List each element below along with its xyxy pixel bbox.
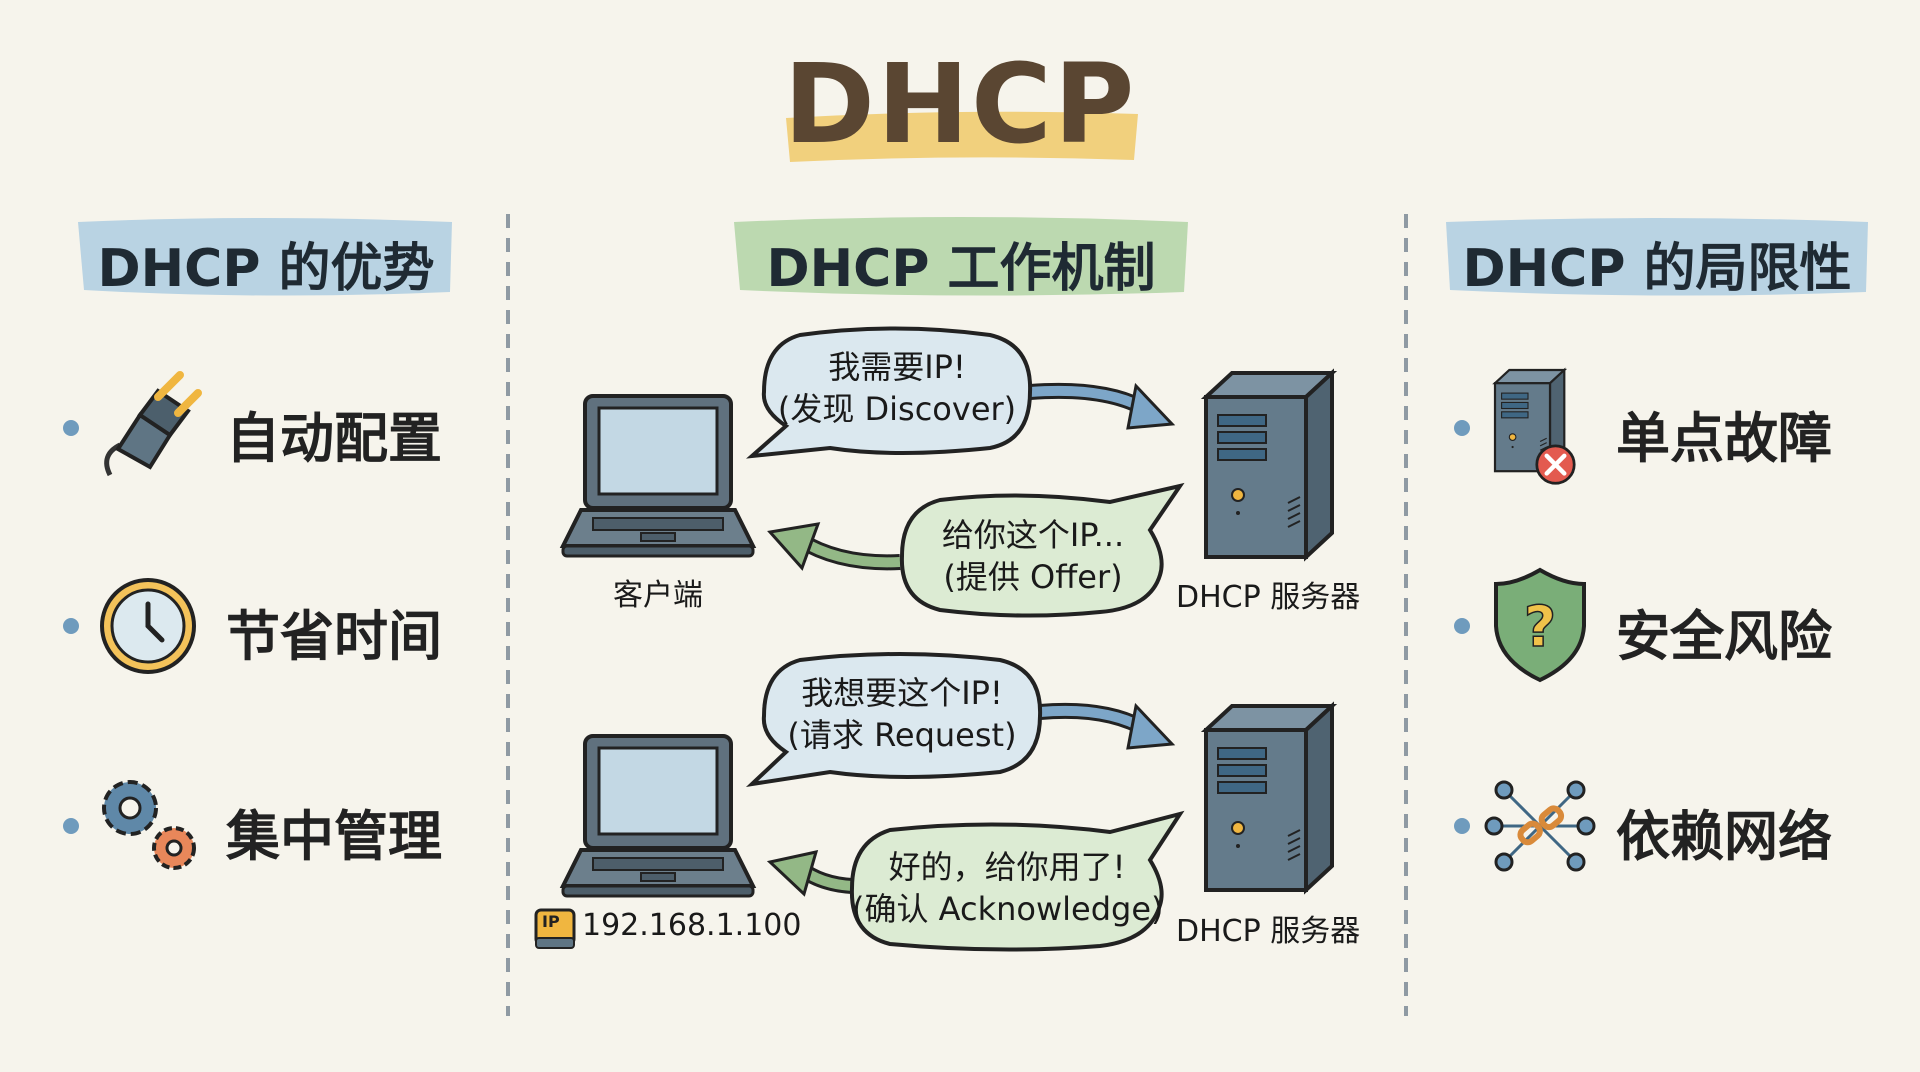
header-highlight-mechanism <box>734 217 1188 296</box>
ip-badge-text: IP <box>542 912 560 931</box>
bubble-acknowledge <box>849 810 1185 952</box>
message-line: (确认 Acknowledge) <box>852 890 1164 928</box>
limitation-item: 依赖网络 <box>1616 805 1832 868</box>
limitation-item: 安全风险 <box>1616 605 1832 668</box>
message-acknowledge: 好的，给你用了! (确认 Acknowledge) <box>852 846 1164 930</box>
header-highlight-advantages <box>78 218 452 296</box>
bubble-discover <box>746 326 1033 459</box>
shield-question-icon: ? <box>1494 567 1586 683</box>
message-line: 我需要IP! <box>828 348 966 386</box>
message-line: (发现 Discover) <box>777 390 1017 428</box>
header-highlight-limitations <box>1446 218 1868 296</box>
message-discover: 我需要IP! (发现 Discover) <box>764 346 1030 430</box>
message-line: 我想要这个IP! <box>801 674 1003 712</box>
message-line: 好的，给你用了! <box>888 848 1126 886</box>
bubble-request <box>745 652 1043 787</box>
server-label: DHCP 服务器 <box>1176 580 1361 615</box>
server-label: DHCP 服务器 <box>1176 914 1361 949</box>
bubble-offer <box>899 482 1185 618</box>
clock-icon <box>100 578 196 674</box>
message-offer: 给你这个IP... (提供 Offer) <box>902 514 1164 598</box>
client-label: 客户端 <box>613 578 703 613</box>
advantage-item: 自动配置 <box>226 407 442 470</box>
assigned-ip: 192.168.1.100 <box>582 908 802 943</box>
advantage-item: 集中管理 <box>226 805 442 868</box>
message-request: 我想要这个IP! (请求 Request) <box>764 672 1040 756</box>
broken-link-network-icon <box>1484 780 1596 872</box>
server-icon-2 <box>1204 704 1334 892</box>
message-line: 给你这个IP... <box>941 516 1125 554</box>
gears-icon <box>102 780 196 870</box>
message-line: (请求 Request) <box>787 716 1017 754</box>
server-icon-1 <box>1204 371 1334 559</box>
title-highlight <box>786 111 1138 162</box>
advantage-item: 节省时间 <box>226 605 442 668</box>
header-advantages: DHCP 的优势 <box>97 239 435 299</box>
laptop-icon-client-1 <box>561 394 755 558</box>
plug-icon <box>104 371 202 477</box>
header-mechanism: DHCP 工作机制 <box>766 239 1156 299</box>
limitation-item: 单点故障 <box>1616 407 1832 470</box>
page-title: DHCP <box>783 40 1137 168</box>
svg-text:?: ? <box>1524 595 1556 660</box>
ip-badge-icon <box>534 908 576 949</box>
message-line: (提供 Offer) <box>943 558 1123 596</box>
server-error-icon <box>1493 368 1576 485</box>
laptop-icon-client-2 <box>561 734 755 898</box>
header-limitations: DHCP 的局限性 <box>1462 239 1852 299</box>
bullets <box>63 420 1470 834</box>
